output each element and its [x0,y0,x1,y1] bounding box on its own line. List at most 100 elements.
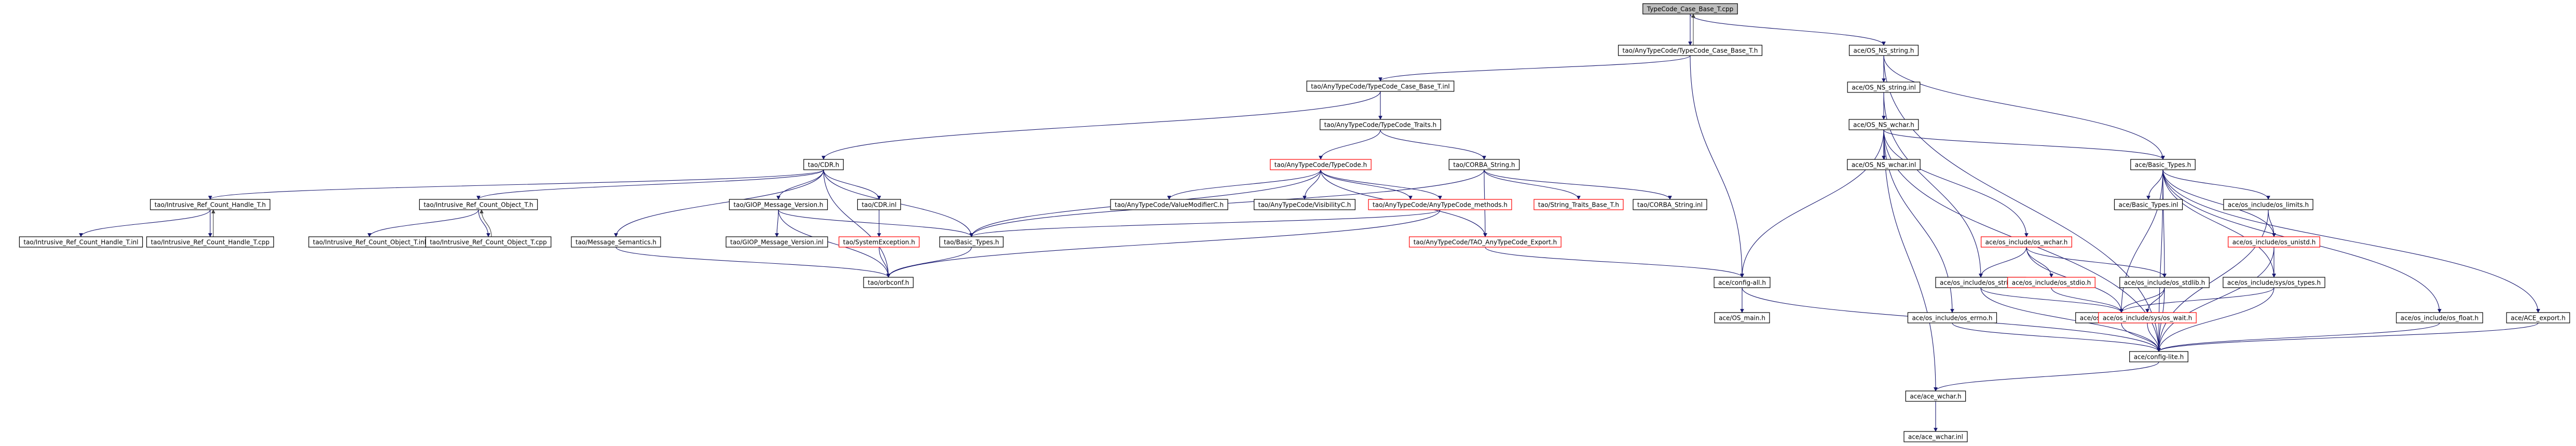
edge-n38-n43 [2119,287,2165,313]
node-box [725,236,828,248]
edge-n11-n38 [2162,169,2167,278]
edge-n2-n47 [1883,55,2161,352]
node-box [1847,82,1921,93]
edge-n1-n35 [1690,55,1744,278]
node-label: tao/Intrusive_Ref_Count_Object_T.inl [313,239,426,246]
node-box [2130,159,2196,170]
node-n12[interactable]: tao/Intrusive_Ref_Count_Handle_T.h [150,199,270,210]
node-n24[interactable]: tao/Intrusive_Ref_Count_Handle_T.inl [19,236,143,248]
edge-n11-n39 [2162,169,2276,278]
node-n23[interactable]: ace/os_include/os_limits.h [2223,199,2313,210]
node-box [1907,312,1997,323]
node-n35[interactable]: ace/config-all.h [1714,277,1771,288]
edge-n32-n35 [1485,247,1744,278]
edge-n34-n47 [2157,247,2274,352]
node-n15[interactable]: tao/CDR.inl [857,199,901,210]
node-n30[interactable]: tao/SystemException.h [839,236,920,248]
edge-n8-n16 [1167,169,1321,200]
node-box [1981,236,2072,248]
node-n31[interactable]: tao/Basic_Types.h [939,236,1004,248]
node-n46[interactable]: ace/ACE_export.h [2506,312,2570,323]
node-n21[interactable]: tao/CORBA_String.inl [1633,199,1707,210]
node-n37[interactable]: ace/os_include/os_stdio.h [2007,277,2095,288]
node-n3[interactable]: tao/AnyTypeCode/TypeCode_Case_Base_T.inl [1306,80,1455,92]
node-label: ace/ace_wchar.inl [1908,434,1963,441]
node-n28[interactable]: tao/Message_Semantics.h [571,236,661,248]
node-n33[interactable]: ace/os_include/os_wchar.h [1981,236,2072,248]
node-n47[interactable]: ace/config-lite.h [2129,351,2188,362]
edge-n13-n26 [367,209,479,237]
node-n0[interactable]: TypeCode_Case_Base_T.cpp [1642,3,1738,15]
edge-n5-n8 [1319,129,1381,160]
node-label: tao/Basic_Types.h [944,239,999,246]
node-n41[interactable]: ace/OS_main.h [1714,312,1770,323]
node-n32[interactable]: tao/AnyTypeCode/TAO_AnyTypeCode_Export.h [1409,236,1561,248]
node-n45[interactable]: ace/os_include/os_float.h [2396,312,2483,323]
edge-n6-n11 [1883,129,2165,160]
node-n13[interactable]: tao/Intrusive_Ref_Count_Object_T.h [419,199,538,210]
node-label: tao/GIOP_Message_Version.h [733,201,823,209]
node-n8[interactable]: tao/AnyTypeCode/TypeCode.h [1270,159,1372,170]
node-n19[interactable]: tao/AnyTypeCode/AnyTypeCode_methods.h [1368,199,1512,210]
node-n36[interactable]: ace/os_include/os_string.h [1935,277,2026,288]
node-box [1409,236,1561,248]
node-n5[interactable]: tao/AnyTypeCode/TypeCode_Traits.h [1320,119,1441,130]
node-label: tao/CORBA_String.inl [1637,201,1703,209]
node-n6[interactable]: ace/OS_NS_wchar.h [1848,119,1919,130]
node-n39[interactable]: ace/os_include/sys/os_types.h [2223,277,2325,288]
node-box [2396,312,2483,323]
node-n48[interactable]: ace/ace_wchar.h [1905,390,1966,402]
node-box [1633,199,1707,210]
node-label: tao/CDR.inl [861,201,896,209]
node-n44[interactable]: ace/os_include/sys/os_wait.h [2098,312,2197,323]
node-box [1714,312,1770,323]
node-n11[interactable]: ace/Basic_Types.h [2130,159,2196,170]
node-n4[interactable]: ace/OS_NS_string.inl [1847,82,1921,93]
node-n42[interactable]: ace/os_include/os_errno.h [1907,312,1997,323]
node-n22[interactable]: ace/Basic_Types.inl [2114,199,2183,210]
node-box [1903,431,1968,442]
node-n7[interactable]: tao/CDR.h [803,159,844,170]
node-box [1714,277,1771,288]
node-box [425,236,552,248]
node-label: TypeCode_Case_Base_T.cpp [1647,6,1733,13]
node-n40[interactable]: tao/orbconf.h [863,277,914,288]
node-n20[interactable]: tao/String_Traits_Base_T.h [1533,199,1624,210]
node-n27[interactable]: tao/Intrusive_Ref_Count_Object_T.cpp [425,236,552,248]
edge-n2-n11 [1883,55,2165,160]
node-box [2098,312,2197,323]
node-n26[interactable]: tao/Intrusive_Ref_Count_Object_T.inl [308,236,431,248]
node-n2[interactable]: ace/OS_NS_string.h [1848,45,1919,56]
edge-n33-n36 [1979,247,2027,278]
node-n10[interactable]: ace/OS_NS_wchar.inl [1847,159,1921,170]
node-n25[interactable]: tao/Intrusive_Ref_Count_Handle_T.cpp [146,236,275,248]
node-label: ace/os_include/os_float.h [2401,315,2478,322]
node-label: ace/os_include/os_errno.h [1912,315,1992,322]
edge-n37-n43 [2051,287,2123,313]
node-label: tao/AnyTypeCode/TypeCode_Case_Base_T.h [1623,47,1758,55]
node-label: ace/os_include/os_stdlib.h [2124,279,2205,287]
node-label: ace/os_include/os_string.h [1940,279,2022,287]
node-n29[interactable]: tao/GIOP_Message_Version.inl [725,236,828,248]
dependency-nodes: TypeCode_Case_Base_T.cpp tao/AnyTypeCode/… [19,3,2570,442]
node-n9[interactable]: tao/CORBA_String.h [1448,159,1520,170]
edge-n7-n28 [614,169,824,237]
node-label: tao/AnyTypeCode/TAO_AnyTypeCode_Export.h [1414,239,1557,246]
node-n16[interactable]: tao/AnyTypeCode/ValueModifierC.h [1110,199,1228,210]
node-n17[interactable]: tao/AnyTypeCode/VisibilityC.h [1254,199,1355,210]
edge-n12-n24 [79,209,211,237]
node-box [1448,159,1520,170]
edge-n6-n48 [1883,129,1938,391]
node-n14[interactable]: tao/GIOP_Message_Version.h [729,199,828,210]
node-box [1905,390,1966,402]
node-label: ace/OS_NS_string.h [1854,47,1914,55]
node-n49[interactable]: ace/ace_wchar.inl [1903,431,1968,442]
node-n1[interactable]: tao/AnyTypeCode/TypeCode_Case_Base_T.h [1618,45,1763,56]
node-n38[interactable]: ace/os_include/os_stdlib.h [2119,277,2210,288]
node-box [571,236,661,248]
node-box [1270,159,1372,170]
node-label: tao/CDR.h [808,161,839,169]
node-n34[interactable]: ace/os_include/os_unistd.h [2228,236,2320,248]
edge-n9-n21 [1484,169,1672,200]
node-label: ace/os_include/os_unistd.h [2232,239,2316,246]
